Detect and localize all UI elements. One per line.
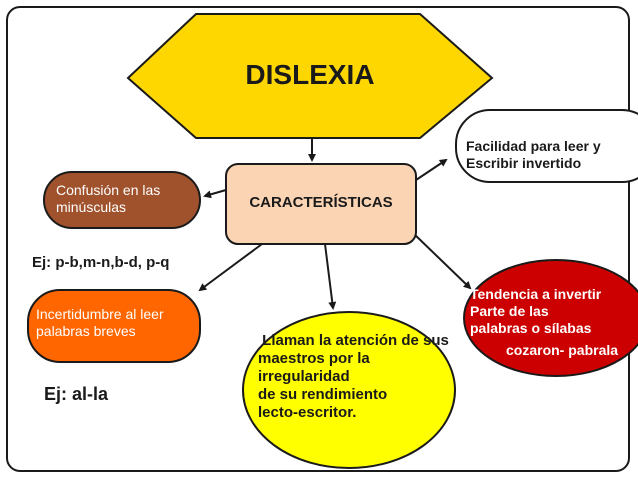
center-label: CARACTERÍSTICAS: [249, 194, 393, 211]
connector-center-llaman: [324, 243, 337, 310]
tendencia-label: Tendencia a invertir Parte de las palabr…: [470, 286, 602, 336]
title-hexagon: [126, 13, 494, 139]
connector-center-facilidad: [415, 158, 448, 181]
tendencia-ellipse: [463, 259, 638, 377]
incertidumbre-label: Incertidumbre al leer palabras breves: [36, 306, 164, 339]
facilidad-box: [455, 109, 638, 183]
confusion-label: Confusión en las minúsculas: [56, 182, 161, 215]
confusion-box: [43, 171, 201, 229]
confusion-example: Ej: p-b,m-n,b-d, p-q: [32, 254, 170, 271]
connector-center-confusion: [203, 189, 227, 199]
llaman-ellipse: [242, 311, 456, 469]
slide-frame: [6, 6, 630, 472]
title-label: DISLEXIA: [245, 59, 375, 90]
llaman-label: Llaman la atención de sus maestros por l…: [258, 332, 449, 421]
incertidumbre-box: [27, 289, 201, 363]
incertidumbre-example: Ej: al-la: [44, 384, 109, 404]
tendencia-example: cozaron- pabrala: [506, 342, 619, 358]
connector-center-incertidumbre: [198, 243, 263, 292]
connector-center-tendencia: [411, 231, 472, 290]
center-box: [225, 163, 417, 245]
facilidad-label: Facilidad para leer y Escribir invertido: [466, 138, 601, 171]
